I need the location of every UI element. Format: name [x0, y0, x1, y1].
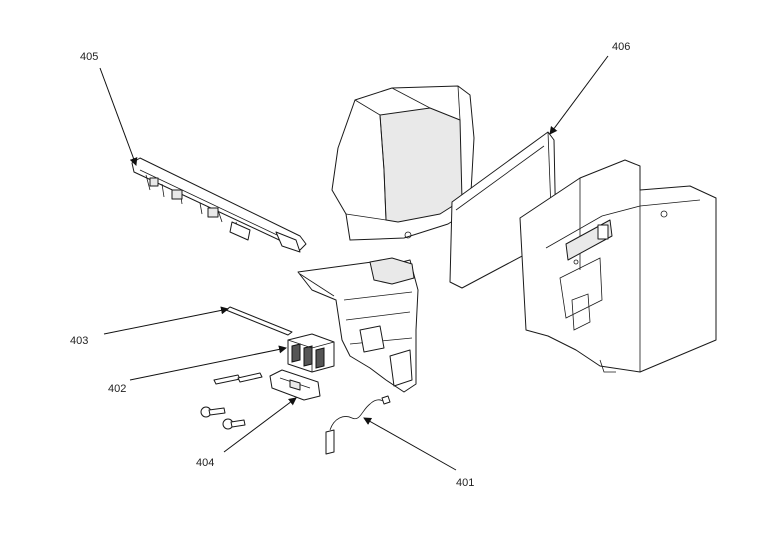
callout-401: 401 — [456, 477, 474, 489]
screws — [200, 372, 263, 430]
part-405-rail — [131, 157, 307, 253]
part-401-sensor — [325, 395, 391, 455]
leader-402 — [129, 345, 287, 381]
leader-404 — [223, 397, 297, 453]
right-housing — [519, 159, 717, 373]
leader-401 — [363, 417, 457, 471]
center-frame — [297, 257, 419, 393]
callout-406: 406 — [612, 41, 630, 53]
part-402-terminal-block — [287, 333, 335, 373]
callout-404: 404 — [196, 457, 214, 469]
part-403-rod — [225, 306, 293, 336]
part-404-cover — [269, 369, 321, 401]
duct-cover — [331, 85, 475, 241]
leader-405 — [99, 67, 138, 166]
leader-406 — [549, 55, 609, 135]
callout-402: 402 — [108, 383, 126, 395]
callout-403: 403 — [70, 335, 88, 347]
leader-403 — [103, 306, 229, 335]
callout-405: 405 — [80, 51, 98, 63]
